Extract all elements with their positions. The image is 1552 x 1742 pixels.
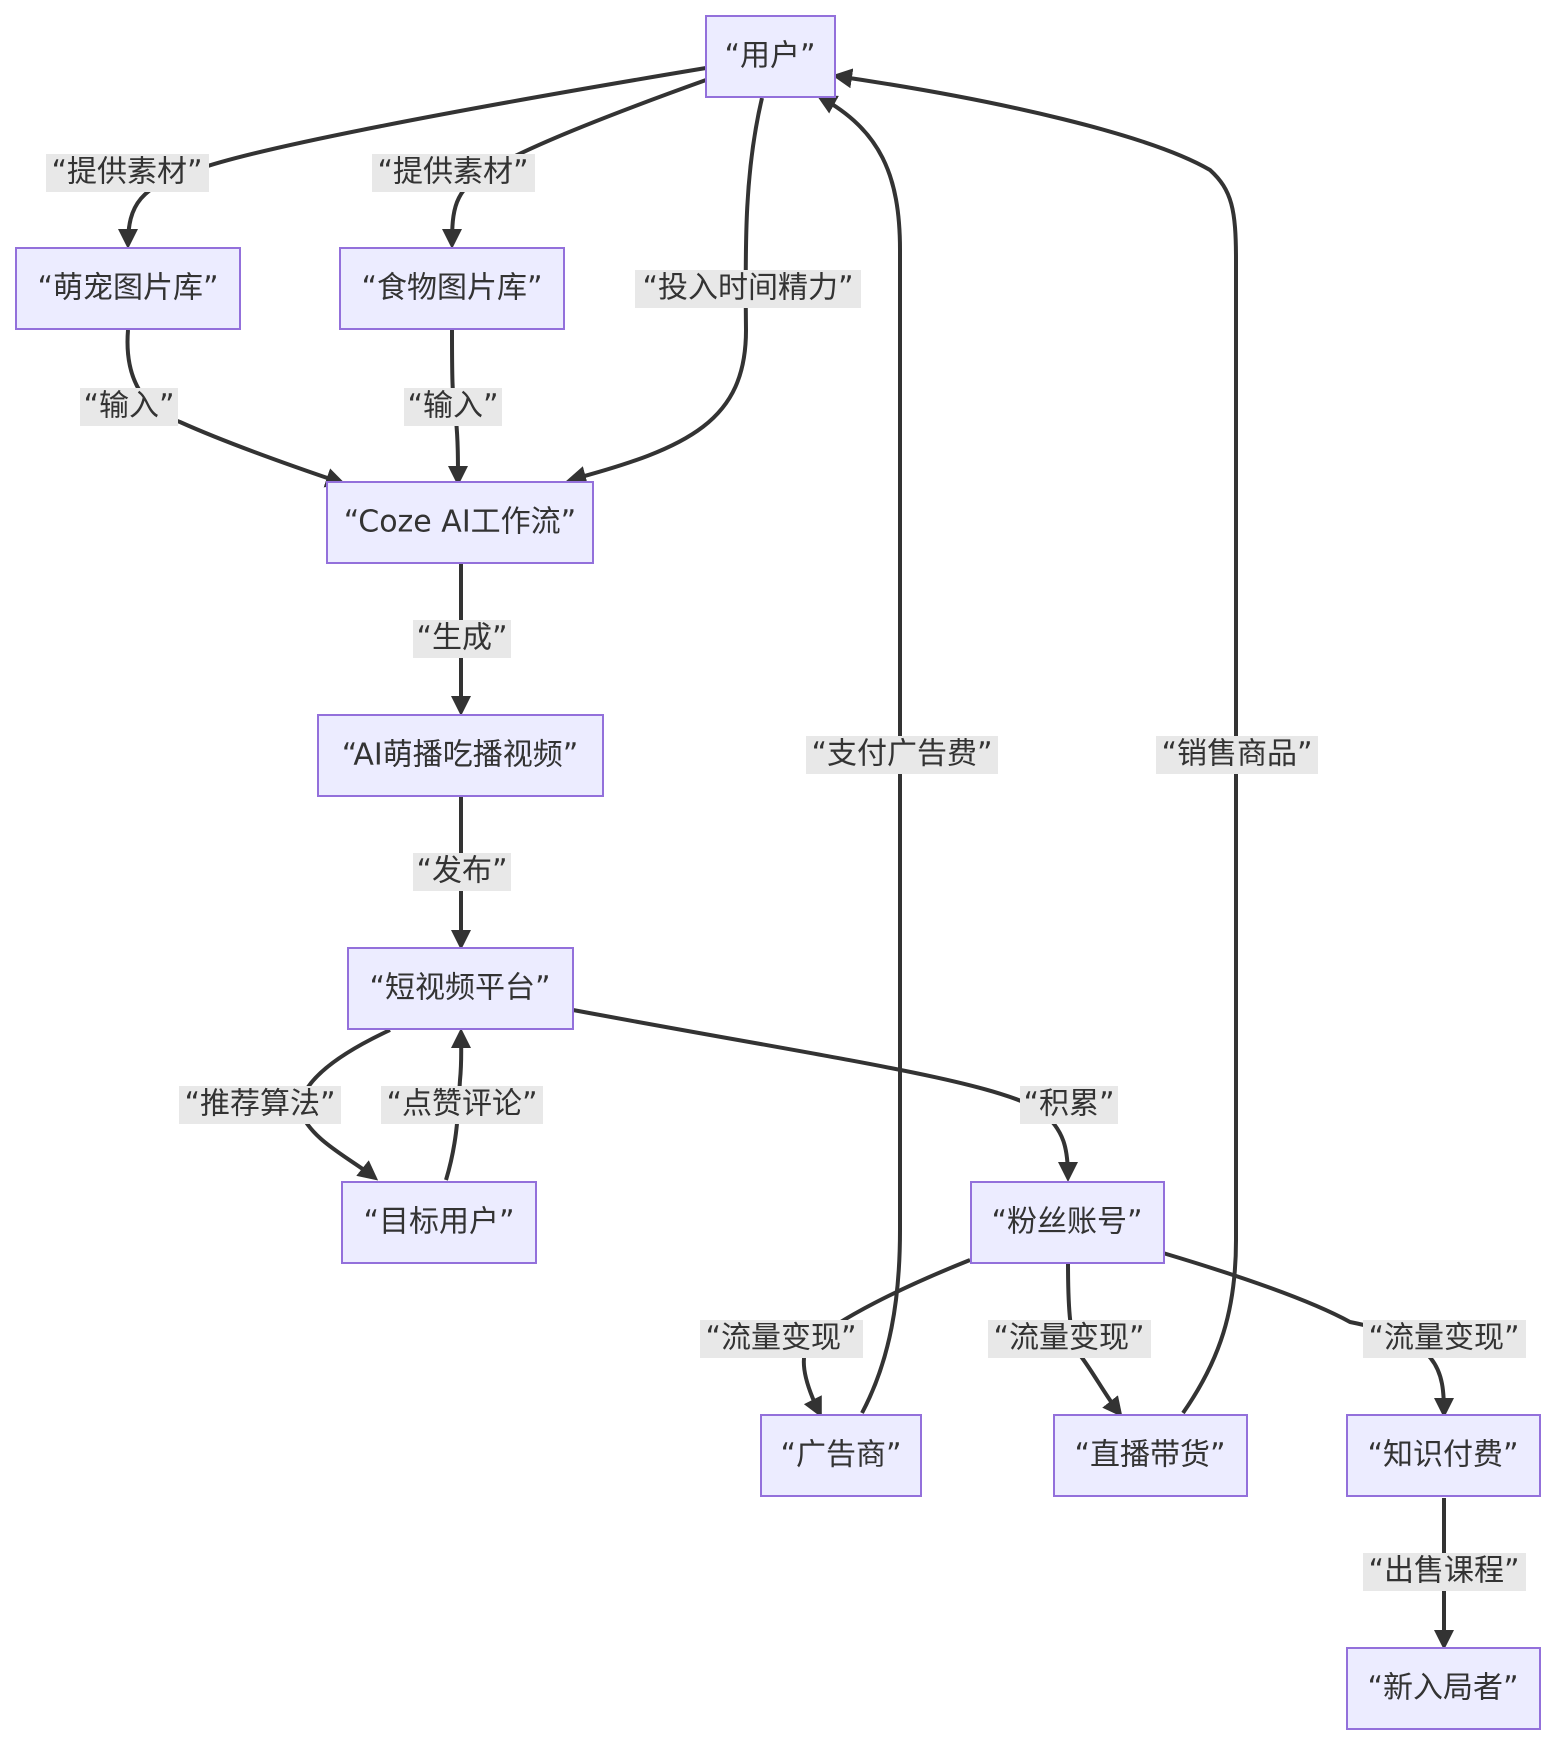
edge-label-text: “推荐算法” [184, 1087, 335, 1122]
edge-label-text: “流量变现” [1368, 1321, 1519, 1356]
edge-label-user-to-pet: “提供素材” [46, 154, 209, 192]
edge-label-text: “点赞评论” [386, 1087, 537, 1122]
edge-label-pet-to-coze: “输入” [80, 388, 178, 426]
node-food-gallery[interactable]: “食物图片库” [339, 247, 565, 330]
edge-labels: “提供素材” “提供素材” “投入时间精力” “输入” “输入” “生成” “发… [46, 154, 1526, 1591]
edge-label-live-to-user: “销售商品” [1156, 736, 1318, 774]
edge-platform-to-fans [572, 1008, 1078, 1182]
node-label: “粉丝账号” [991, 1205, 1142, 1240]
node-ai-video[interactable]: “AI萌播吃播视频” [317, 714, 604, 797]
edge-label-text: “输入” [407, 389, 498, 424]
node-label: “AI萌播吃播视频” [342, 738, 579, 773]
edge-label-video-to-platform: “发布” [413, 853, 511, 891]
edge-label-fans-to-ad: “流量变现” [700, 1320, 863, 1358]
edge-label-text: “积累” [1023, 1087, 1114, 1122]
edge-label-ad-to-user: “支付广告费” [806, 736, 998, 774]
node-label: “食物图片库” [361, 271, 542, 306]
edge-label-text: “生成” [416, 621, 507, 656]
edge-label-target-to-platform: “点赞评论” [381, 1086, 543, 1124]
edge-label-knowledge-to-newcomer: “出售课程” [1363, 1553, 1526, 1591]
edge-label-text: “提供素材” [377, 155, 528, 190]
node-fan-account[interactable]: “粉丝账号” [970, 1181, 1165, 1264]
node-advertiser[interactable]: “广告商” [760, 1414, 922, 1497]
node-target-users[interactable]: “目标用户” [341, 1181, 537, 1264]
edge-label-food-to-coze: “输入” [404, 388, 502, 426]
edge-label-text: “出售课程” [1368, 1554, 1519, 1589]
node-label: “广告商” [780, 1438, 901, 1473]
edge-fans-to-knowledge [1162, 1251, 1454, 1418]
edge-pet-gallery-to-coze [125, 329, 346, 488]
node-label: “短视频平台” [369, 971, 550, 1006]
edge-label-user-to-food: “提供素材” [372, 154, 535, 192]
edge-label-text: “支付广告费” [811, 737, 992, 772]
edge-label-text: “输入” [83, 389, 174, 424]
edge-label-text: “提供素材” [51, 155, 202, 190]
edge-label-platform-to-target: “推荐算法” [179, 1086, 341, 1124]
edge-label-fans-to-live: “流量变现” [988, 1320, 1151, 1358]
node-video-platform[interactable]: “短视频平台” [347, 947, 574, 1030]
edge-label-text: “流量变现” [705, 1321, 856, 1356]
nodes: “用户” “萌宠图片库” “食物图片库” “Coze AI工作流” “AI萌播吃… [15, 15, 1541, 1730]
node-paid-knowledge[interactable]: “知识付费” [1346, 1414, 1541, 1497]
node-label: “目标用户” [363, 1205, 514, 1240]
edge-label-fans-to-knowledge: “流量变现” [1363, 1320, 1526, 1358]
edge-label-text: “销售商品” [1161, 737, 1312, 772]
node-label: “用户” [724, 39, 815, 74]
edge-label-text: “发布” [416, 854, 507, 889]
node-live-commerce[interactable]: “直播带货” [1053, 1414, 1248, 1497]
node-label: “新入局者” [1367, 1671, 1518, 1706]
edge-user-to-pet-gallery [118, 66, 707, 249]
node-pet-gallery[interactable]: “萌宠图片库” [15, 247, 241, 330]
node-label: “知识付费” [1367, 1438, 1518, 1473]
node-user[interactable]: “用户” [705, 15, 836, 98]
node-newcomer[interactable]: “新入局者” [1346, 1647, 1541, 1730]
node-label: “萌宠图片库” [37, 271, 218, 306]
node-coze-workflow[interactable]: “Coze AI工作流” [326, 481, 594, 564]
node-label: “Coze AI工作流” [344, 505, 576, 540]
node-label: “直播带货” [1074, 1438, 1225, 1473]
edge-label-text: “投入时间精力” [642, 271, 853, 306]
edge-target-to-platform [444, 1028, 472, 1181]
edge-live-to-user [832, 68, 1238, 1415]
edge-label-coze-to-video: “生成” [413, 620, 511, 658]
edge-user-to-coze [566, 97, 764, 486]
edge-label-platform-to-fans: “积累” [1020, 1086, 1118, 1124]
edge-label-text: “流量变现” [993, 1321, 1144, 1356]
edge-label-user-to-coze: “投入时间精力” [635, 270, 861, 308]
